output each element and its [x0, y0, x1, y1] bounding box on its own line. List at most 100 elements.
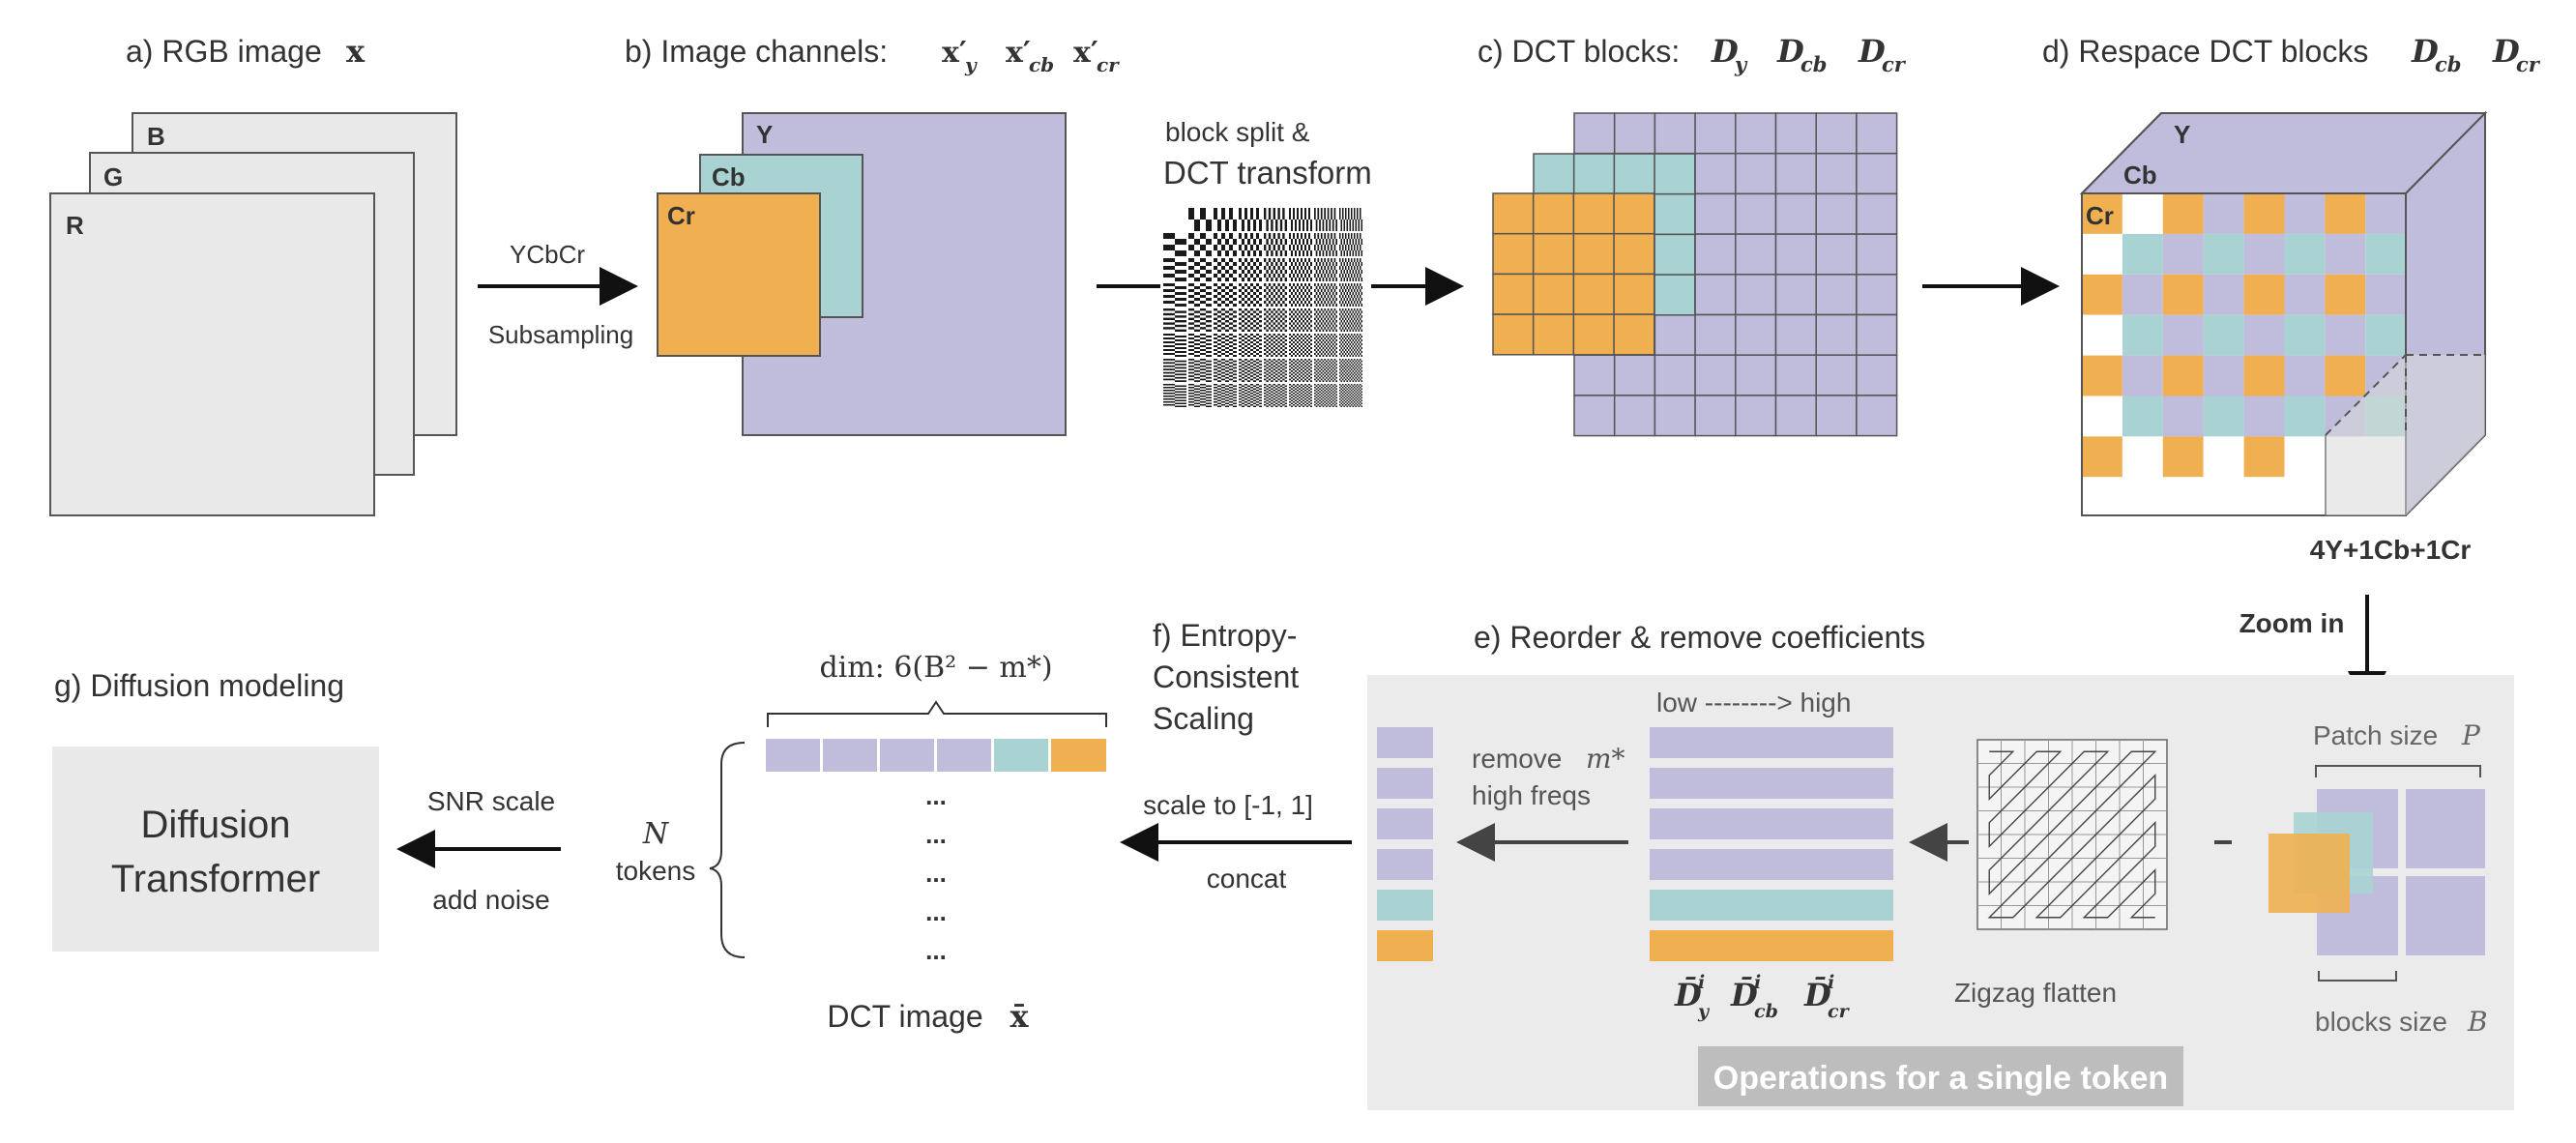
- dct-basis-stripe: [1225, 402, 1229, 404]
- transformer-line1: Diffusion: [141, 804, 291, 846]
- dct-basis-stripe: [1304, 384, 1306, 386]
- dct-basis-stripe: [1293, 266, 1295, 270]
- dct-basis-stripe: [1340, 270, 1342, 274]
- dct-basis-stripe: [1352, 250, 1354, 256]
- dct-basis-stripe: [1310, 396, 1312, 398]
- dct-basis-stripe: [1264, 208, 1267, 220]
- dct-basis-stripe: [1266, 292, 1269, 295]
- arrow-dct: block split & DCT transform: [1097, 117, 1464, 407]
- dct-basis-stripe: [1335, 402, 1337, 404]
- dct-basis-stripe: [1289, 245, 1291, 250]
- dct-basis-stripe: [1289, 359, 1291, 361]
- dct-basis-stripe: [1351, 233, 1353, 239]
- dct-basis-stripe: [1256, 283, 1259, 286]
- dct-basis-stripe: [1322, 370, 1325, 372]
- dct-basis-stripe: [1247, 298, 1250, 301]
- dct-basis-stripe: [1264, 390, 1267, 392]
- dct-basis-stripe: [1250, 245, 1253, 250]
- dct-block-cell: [1613, 112, 1656, 155]
- dct-basis-stripe: [1256, 359, 1259, 361]
- dct-basis-stripe: [1284, 402, 1287, 404]
- dct-basis-stripe: [1239, 349, 1242, 351]
- dct-basis-stripe: [1266, 315, 1269, 318]
- dct-basis-stripe: [1163, 341, 1175, 343]
- dct-basis-stripe: [1253, 329, 1256, 332]
- dct-basis-stripe: [1242, 391, 1244, 393]
- dct-basis-stripe: [1303, 364, 1304, 366]
- dct-basis-stripe: [1346, 394, 1348, 396]
- dct-basis-stripe: [1327, 245, 1330, 250]
- dct-basis-stripe: [1352, 336, 1354, 337]
- dct-basis-stripe: [1351, 378, 1353, 381]
- dct-basis-stripe: [1335, 396, 1337, 398]
- dct-basis-stripe: [1244, 334, 1247, 336]
- dct-basis-stripe: [1295, 364, 1297, 366]
- dct-basis-stripe: [1306, 286, 1308, 289]
- dct-basis-stripe: [1315, 388, 1318, 390]
- dct-basis-stripe: [1358, 220, 1360, 231]
- dct-basis-stripe: [1217, 405, 1221, 407]
- dct-basis-stripe: [1229, 384, 1233, 386]
- diffusion-transformer-box: [52, 747, 379, 952]
- dct-basis-stripe: [1188, 283, 1194, 286]
- dct-basis-stripe: [1256, 312, 1259, 316]
- dct-basis-stripe: [1194, 220, 1200, 231]
- dct-basis-stripe: [1214, 353, 1217, 355]
- dct-basis-stripe: [1357, 274, 1359, 278]
- dct-basis-stripe: [1250, 312, 1253, 316]
- dct-basis-stripe: [1308, 322, 1310, 325]
- dct-basis-stripe: [1271, 278, 1273, 281]
- dct-basis-stripe: [1244, 245, 1247, 250]
- dct-basis-stripe: [1327, 393, 1330, 395]
- dct-basis-stripe: [1175, 286, 1186, 289]
- dct-basis-stripe: [1351, 295, 1353, 298]
- dct-basis-stripe: [1343, 394, 1345, 396]
- dct-basis-stripe: [1250, 258, 1253, 262]
- dct-basis-stripe: [1264, 341, 1267, 343]
- title-b: b) Image channels:: [625, 34, 888, 69]
- dct-basis-stripe: [1277, 401, 1280, 403]
- dct-basis-stripe: [1163, 365, 1175, 367]
- zigzag-label: Zigzag flatten: [1954, 978, 2117, 1008]
- dct-basis-stripe: [1268, 295, 1272, 298]
- dct-basis-stripe: [1239, 245, 1242, 250]
- dct-basis-stripe: [1352, 396, 1354, 398]
- dct-basis-stripe: [1295, 385, 1297, 387]
- dct-basis-stripe: [1200, 365, 1206, 367]
- dct-basis-stripe: [1244, 398, 1247, 400]
- dct-basis-stripe: [1291, 292, 1293, 295]
- dct-basis-stripe: [1206, 405, 1212, 407]
- dct-basis-stripe: [1295, 405, 1297, 407]
- dct-basis-stripe: [1299, 347, 1301, 349]
- dct-basis-stripe: [1229, 353, 1233, 355]
- dct-basis-stripe: [1354, 283, 1356, 286]
- dct-basis-stripe: [1188, 365, 1194, 367]
- dct-basis-stripe: [1331, 327, 1332, 330]
- dct-basis-stripe: [1340, 347, 1342, 349]
- title-e: e) Reorder & remove coefficients: [1474, 620, 1925, 655]
- dct-basis-stripe: [1322, 298, 1325, 301]
- dct-basis-stripe: [1351, 245, 1353, 250]
- dct-basis-stripe: [1360, 322, 1361, 325]
- dct-basis-stripe: [1225, 347, 1229, 349]
- dct-basis-stripe: [1217, 336, 1221, 337]
- dct-basis-stripe: [1293, 312, 1295, 316]
- dct-basis-stripe: [1349, 315, 1351, 318]
- dct-basis-stripe: [1229, 390, 1233, 392]
- dct-basis-stripe: [1291, 347, 1293, 349]
- dct-basis-stripe: [1346, 336, 1348, 337]
- dct-basis-stripe: [1275, 370, 1278, 372]
- dct-basis-stripe: [1301, 274, 1303, 278]
- dct-basis-stripe: [1339, 295, 1341, 298]
- dct-basis-stripe: [1299, 304, 1301, 307]
- dct-basis-stripe: [1326, 380, 1328, 382]
- dct-basis-stripe: [1358, 405, 1360, 407]
- dct-basis-stripe: [1273, 365, 1275, 367]
- dct-basis-stripe: [1275, 388, 1278, 390]
- coef-bar-y4: [1650, 849, 1893, 880]
- dct-basis-stripe: [1256, 233, 1259, 239]
- dct-basis-stripe: [1342, 322, 1344, 325]
- dct-basis-stripe: [1188, 274, 1194, 278]
- dct-basis-stripe: [1247, 324, 1250, 328]
- dct-basis-stripe: [1244, 375, 1247, 377]
